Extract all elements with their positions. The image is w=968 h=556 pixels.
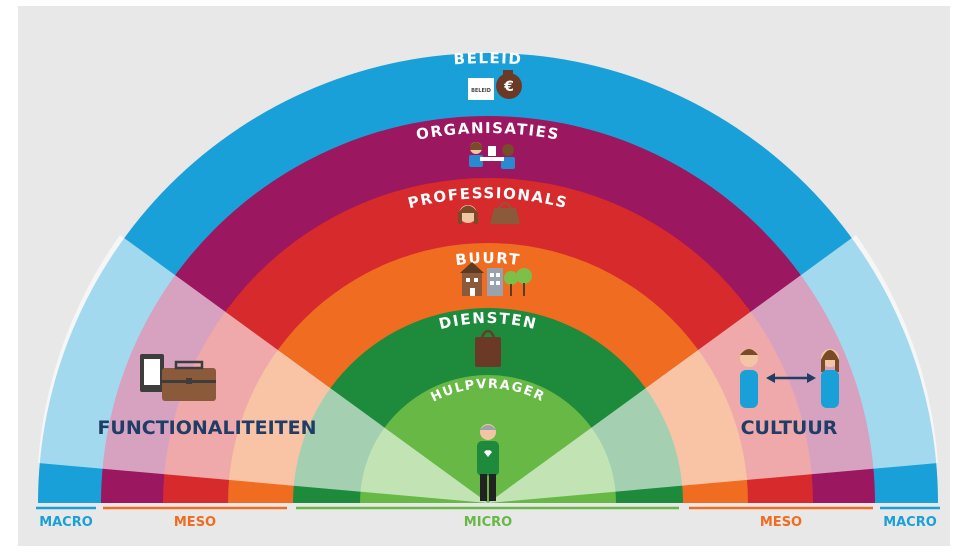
side-label-cultuur: CULTUUR: [741, 417, 838, 439]
scale-label-macro-right: MACRO: [883, 515, 937, 530]
scale-bar: MACRO MESO MICRO MESO MACRO: [36, 506, 940, 530]
scale-label-micro: MICRO: [464, 515, 512, 530]
policy-money-icon: BELEID €: [468, 70, 522, 100]
svg-text:€: €: [503, 79, 514, 95]
side-label-functionaliteiten: FUNCTIONALITEITEN: [97, 417, 316, 439]
scale-label-macro-left: MACRO: [39, 515, 93, 530]
ring-label-beleid: BELEID: [453, 49, 523, 68]
person-heart-icon: [477, 424, 499, 501]
tablet-briefcase-icon: [140, 354, 216, 401]
professional-bag-icon: [458, 202, 520, 224]
service-bag-icon: [475, 329, 501, 367]
scale-label-meso-right: MESO: [760, 515, 802, 530]
people-exchange-icon: [740, 349, 839, 408]
meeting-people-icon: [469, 142, 515, 169]
svg-text:BELEID: BELEID: [471, 88, 491, 94]
scale-label-meso-left: MESO: [174, 515, 216, 530]
ring-label-buurt: BUURT: [454, 249, 521, 269]
houses-trees-icon: [460, 262, 532, 296]
sector-right-light: [488, 235, 938, 503]
sector-left-light: [38, 235, 488, 503]
